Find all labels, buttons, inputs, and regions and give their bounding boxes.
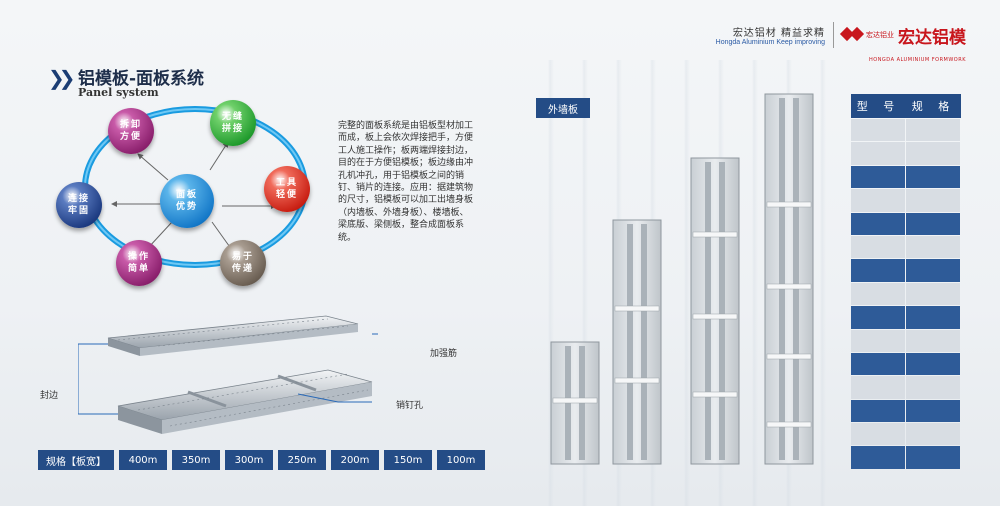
table-cell	[851, 189, 905, 212]
table-cell	[906, 282, 960, 306]
table-cell	[906, 212, 960, 235]
table-cell	[906, 306, 960, 329]
table-cell	[906, 329, 960, 352]
table-row	[851, 165, 961, 189]
table-cell	[851, 376, 905, 399]
table-cell	[851, 399, 905, 423]
table-cell	[906, 165, 960, 189]
logo-diamond-icon	[842, 27, 864, 43]
spec-value: 400m	[119, 450, 167, 470]
table-header: 型 号 规 格	[851, 94, 961, 118]
spec-value: 350m	[172, 450, 220, 470]
table-cell	[851, 235, 905, 259]
table-cell	[906, 142, 960, 165]
title-cn: 铝模板-面板系统	[78, 69, 205, 89]
table-cell	[851, 119, 905, 142]
spec-value: 100m	[437, 450, 485, 470]
brand-slogan-en: Hongda Aluminium Keep improving	[715, 39, 825, 46]
brand-divider	[833, 22, 834, 48]
table-row	[851, 258, 961, 282]
table-row	[851, 375, 961, 399]
annotation-pin-hole: 销钉孔	[396, 401, 424, 411]
spec-table: 型 号 规 格	[851, 94, 961, 469]
table-cell	[906, 446, 960, 469]
advantage-item: 拆卸方便	[108, 108, 154, 154]
table-row	[851, 305, 961, 329]
spec-value: 150m	[384, 450, 432, 470]
spec-label: 规格【板宽】	[38, 450, 114, 470]
table-row	[851, 329, 961, 352]
wall-panel	[550, 341, 600, 465]
wall-panel	[690, 157, 740, 465]
table-cell	[906, 119, 960, 142]
logo-english: HONGDA ALUMINIUM FORMWORK	[869, 56, 966, 63]
title-en: Panel system	[78, 86, 159, 99]
table-cell	[906, 189, 960, 212]
table-cell	[851, 212, 905, 235]
advantage-item: 连接牢固	[56, 182, 102, 228]
panel-drawing	[66, 315, 428, 434]
brand-header: 宏达铝材 精益求精 Hongda Aluminium Keep improvin…	[716, 20, 966, 63]
table-row	[851, 399, 961, 423]
spec-value: 250m	[278, 450, 326, 470]
table-cell	[906, 399, 960, 423]
table-row	[851, 422, 961, 446]
description-text: 完整的面板系统是由铝板型材加工而成，板上会依次焊接把手，方便工人施工操作；板两端…	[338, 121, 474, 243]
table-row	[851, 188, 961, 212]
advantage-item: 易于传递	[220, 240, 266, 286]
advantage-item: 工具轻便	[264, 166, 310, 212]
table-cell	[906, 423, 960, 446]
table-row	[851, 141, 961, 165]
table-cell	[851, 142, 905, 165]
table-row	[851, 352, 961, 376]
header-spec: 规 格	[911, 100, 956, 113]
outer-wall-panels	[550, 93, 814, 465]
table-body	[851, 118, 961, 469]
table-cell	[851, 306, 905, 329]
table-row	[851, 118, 961, 142]
spec-value: 300m	[225, 450, 273, 470]
annotation-stiffener: 加强筋	[430, 349, 458, 359]
table-cell	[851, 165, 905, 189]
arrow-to-item-1	[209, 141, 229, 171]
spec-width-row: 规格【板宽】 400m 350m 300m 250m 200m 150m 100…	[38, 450, 490, 470]
brand-slogan-cn: 宏达铝材 精益求精	[732, 28, 825, 39]
table-cell	[851, 329, 905, 352]
brand-logo: 宏达铝业 宏达铝模 HONGDA ALUMINIUM FORMWORK	[842, 23, 966, 63]
advantage-item: 无缝拼接	[210, 100, 256, 146]
table-row	[851, 235, 961, 259]
arrow-to-item-0	[137, 153, 169, 181]
panel-illustration	[66, 310, 428, 445]
chevron-right-icon: ❯❯	[48, 66, 75, 90]
logo-small-text: 宏达铝业	[866, 31, 894, 39]
spec-value: 200m	[331, 450, 379, 470]
table-cell	[851, 423, 905, 446]
table-cell	[851, 282, 905, 306]
brand-slogan: 宏达铝材 精益求精 Hongda Aluminium Keep improvin…	[716, 24, 825, 46]
table-cell	[906, 376, 960, 399]
table-cell	[851, 352, 905, 376]
advantage-diagram: 拆卸方便 无缝拼接 工具轻便 易于传递 操作简单 连接牢固 面板优势	[40, 92, 330, 292]
table-row	[851, 212, 961, 235]
table-cell	[906, 352, 960, 376]
table-row	[851, 445, 961, 469]
wall-panel	[764, 93, 814, 465]
header-model: 型 号	[856, 100, 901, 113]
logo-name: 宏达铝模	[898, 27, 966, 48]
advantage-item: 操作简单	[116, 240, 162, 286]
table-cell	[851, 446, 905, 469]
advantage-center: 面板优势	[160, 174, 214, 228]
annotation-edge: 封边	[40, 391, 59, 401]
table-cell	[906, 259, 960, 282]
table-cell	[906, 235, 960, 259]
table-cell	[851, 259, 905, 282]
table-row	[851, 282, 961, 306]
wall-panel	[612, 219, 662, 465]
outer-wall-label: 外墙板	[536, 98, 590, 118]
